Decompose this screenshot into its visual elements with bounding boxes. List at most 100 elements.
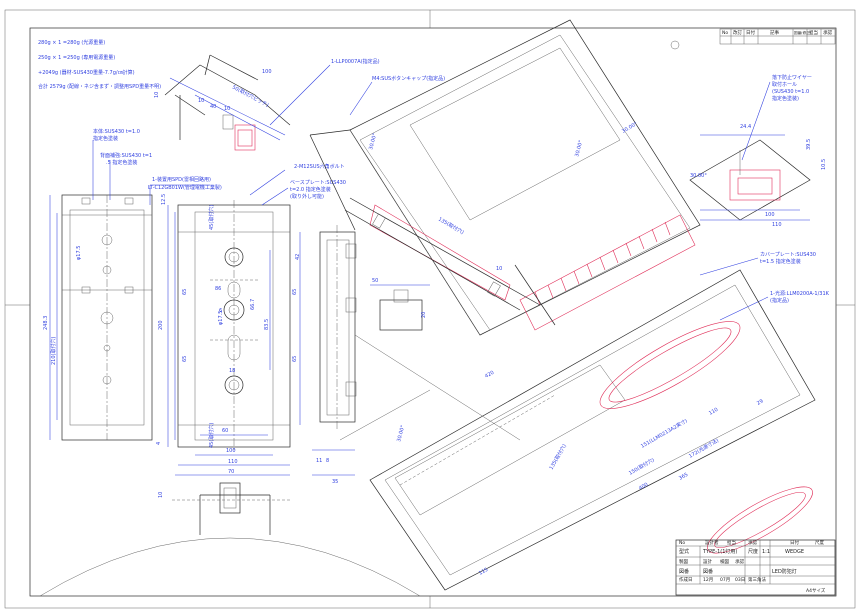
tb-row1-0: No (679, 540, 685, 546)
note-light-mass: 280g × 1 =280g (光源重量) (38, 39, 105, 46)
dim-100-bot: 100 (226, 448, 236, 454)
dim-30d: 30.00° (690, 173, 707, 179)
tb-row1-3: 承認 (748, 539, 757, 546)
dim-10-tilt: 10 (496, 266, 502, 272)
dim-365: 365 (678, 472, 689, 482)
tb-row1-5: 尺度 (815, 539, 824, 546)
tb-row3-3: 03日 (735, 577, 745, 583)
callout-wire-2: 取付ホール (772, 81, 797, 88)
dim-65b: 65 (182, 356, 188, 362)
tb-name-value: LED防犯灯 (772, 568, 797, 575)
dim-wire-hole: 135(取付穴) (548, 443, 568, 471)
dim-100-right: 100 (765, 212, 775, 218)
dim-29: 29 (756, 398, 765, 406)
revision-table: No 改訂 日付 記事 図番(修正) 担当 承認 (719, 28, 836, 45)
callout-wire-3: (SUS430 t=1.0 (772, 89, 809, 95)
dim-210: 210(取付穴) (50, 337, 57, 365)
callout-body-material: 本体:SUS430 t=1.0 (93, 128, 140, 135)
tb-row3-1: 12月 (703, 577, 713, 583)
callout-cover-1: カバープレート:SUS430 (760, 252, 816, 258)
dim-65a: 65 (182, 289, 188, 295)
dim-50-hole: 50(取付穴ピッチ) (231, 84, 270, 109)
callout-light-2: (指定品) (770, 297, 789, 304)
rev-col-charge: 担当 (809, 29, 818, 36)
tb-row2-1: 設計 (703, 558, 712, 565)
note-body-mass: +2049g (器材-SUS430重量-7.7g/㎝計算) (38, 69, 135, 76)
dim-phi-center: φ17.5 (218, 311, 224, 325)
dim-24-4: 24.4 (740, 124, 751, 130)
callout-wire-4: 指定色塗装) (772, 95, 799, 102)
bottom-bracket-view: 10 (158, 482, 290, 535)
tb-model-value: TYPE-1(1灯用) (702, 548, 737, 555)
rev-col-dwg: 図番(修正) (794, 30, 812, 35)
callout-wire-1: 落下防止ワイヤー (772, 74, 812, 81)
back-view: 248.3 210(取付穴) φ17.5 4 (43, 194, 162, 445)
callout-base-plate: ベースプレート:SUS430 (290, 180, 346, 186)
tilted-section: 135(取付穴) 10 (344, 197, 556, 326)
note-psu-mass: 250g × 1 =250g (専用電源重量) (38, 54, 115, 61)
dim-10c: 10 (224, 106, 230, 112)
tb-scale-value: 1:1 (762, 549, 770, 555)
dim-110-right: 110 (772, 222, 782, 228)
dim-86: 86 (215, 286, 221, 292)
tb-footer: A4サイズ (806, 587, 826, 594)
dim-30b: 30.00° (574, 139, 584, 157)
tb-row3-2: 07月 (720, 577, 730, 583)
dim-110-housing: 110 (708, 407, 719, 417)
dim-172: 172(光源寸法) (688, 437, 721, 460)
dim-42: 42 (295, 254, 301, 260)
callout-m4-cap: M4:SUSボタンキャップ(指定品) (372, 75, 445, 82)
dim-110-bot: 110 (228, 459, 238, 465)
dim-135: 135(取付穴) (437, 216, 465, 236)
dim-39-5: 39.5 (806, 139, 812, 150)
rev-col-no: No (722, 30, 728, 36)
dim-200: 200 (158, 320, 164, 330)
dim-30a: 30.00° (368, 132, 378, 150)
dim-420: 420 (484, 370, 495, 380)
dim-8: 8 (326, 458, 329, 464)
dim-100-top: 100 (262, 69, 272, 75)
tb-drawing-label: 図番 (679, 568, 689, 575)
dim-45-bottom: 45(取付穴) (208, 423, 215, 448)
rev-col-note: 記事 (770, 29, 779, 36)
sheet-inner-border (29, 27, 837, 597)
rev-col-rev: 改訂 (733, 29, 742, 36)
callout-m12-bolt: 2-M12SUS六角ボルト (294, 163, 345, 170)
dim-12-5: 12.5 (161, 194, 167, 205)
callout-psu-2: LT-C12GB01W(管理電機工業製) (148, 184, 222, 191)
dim-35: 35 (332, 479, 338, 485)
dim-18: 18 (229, 368, 235, 374)
note-total-mass: 合計 2579g (配線・ネジ含まず・調整用SPD重量不明) (38, 83, 161, 90)
tb-model-label: 型式 (679, 548, 689, 555)
dim-65d: 65 (292, 356, 298, 362)
dim-150: 150(取付穴) (628, 456, 656, 476)
dim-400: 400 (638, 482, 649, 492)
dim-30c: 30.00° (621, 121, 639, 135)
right-detail-view: 24.4 39.5 10.5 100 110 30.00° (689, 124, 827, 228)
dim-10-5: 10.5 (821, 159, 827, 170)
dim-40: 40 (210, 104, 216, 110)
callout-base-plate-2: t=2.0 指定色塗装 (290, 186, 331, 193)
heatsink-view (369, 204, 696, 331)
tb-row2-2: 検図 (720, 558, 729, 565)
dim-10b: 10 (198, 98, 204, 104)
dim-30e: 30.00° (396, 424, 406, 442)
dim-248-3: 248.3 (43, 316, 49, 330)
dim-50b: 50 (372, 278, 378, 284)
callout-body-finish: 指定色塗装 (93, 135, 118, 142)
dim-151: 151(LLM0213A2実寸) (640, 417, 689, 449)
rev-col-date: 日付 (746, 29, 755, 36)
housing-top-view: 30.00° 30.00° 30.00° (309, 19, 701, 336)
reference-arc (39, 537, 421, 597)
dim-6: 6 (219, 308, 222, 314)
callout-back-frame: 背面補強:SUS430 t=1 (100, 152, 152, 159)
dim-4: 4 (156, 442, 162, 445)
sheet-outer-border (4, 9, 856, 609)
tb-row1-2: 担当 (727, 539, 736, 546)
dim-60: 60 (222, 428, 228, 434)
tb-row3-0: 作成日 (679, 576, 693, 583)
dim-70-bot: 70 (228, 469, 234, 475)
front-view: 200 65 65 65 65 83.5 66.7 42 12.5 45(取付穴… (158, 194, 301, 476)
